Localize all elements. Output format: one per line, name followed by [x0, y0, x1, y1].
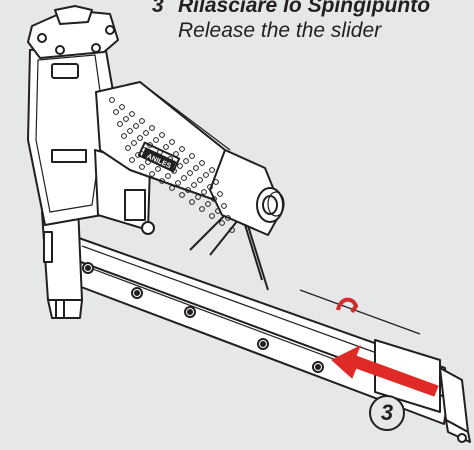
top-cap	[27, 5, 119, 59]
instruction-caption: 3 Rilasciare lo Spingipunto Release the t…	[152, 0, 474, 44]
slider-end-piece	[374, 339, 471, 443]
tool-body	[27, 44, 155, 235]
air-inlet	[209, 149, 285, 236]
instruction-step-number: 3	[152, 0, 164, 17]
instruction-title-text: Rilasciare lo Spingipunto	[178, 0, 431, 17]
tool-nose	[41, 205, 83, 319]
step-number-badge: 3	[369, 395, 405, 431]
instruction-subtitle: Release the the slider	[178, 19, 382, 42]
rail-screws	[82, 262, 324, 373]
red-marker	[336, 297, 359, 314]
step-number-label: 3	[380, 400, 394, 425]
instruction-title: 3 Rilasciare lo Spingipunto	[152, 0, 474, 18]
direction-arrow	[331, 344, 439, 397]
